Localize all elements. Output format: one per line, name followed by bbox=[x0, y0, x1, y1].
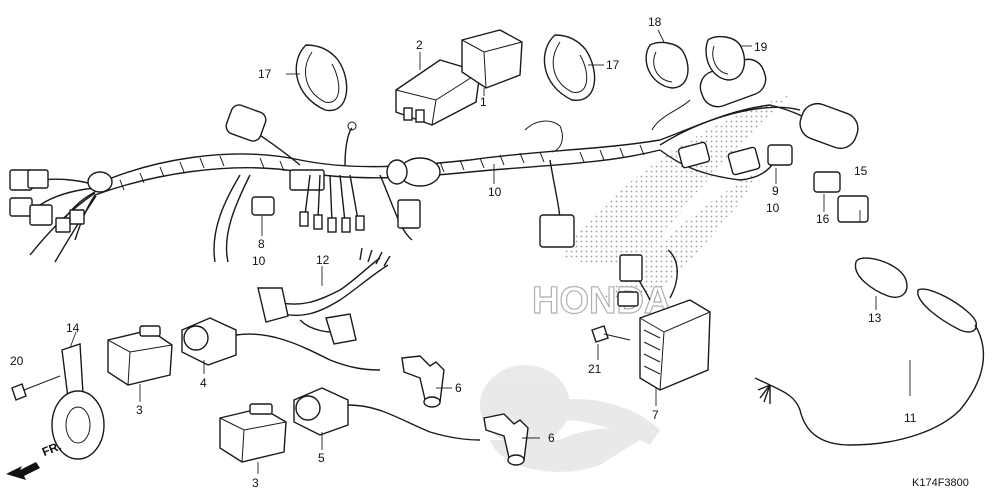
clamp-18 bbox=[645, 41, 689, 89]
spark-plug-cap-6-top bbox=[401, 355, 445, 408]
callout-10-left: 10 bbox=[252, 254, 266, 268]
boot-cap-13 bbox=[854, 257, 908, 298]
callout-7: 7 bbox=[652, 408, 659, 422]
honda-watermark-text: HONDA bbox=[532, 280, 671, 322]
callout-16: 16 bbox=[816, 212, 830, 226]
callout-4: 4 bbox=[200, 376, 207, 390]
callout-15: 15 bbox=[854, 164, 868, 178]
callout-12: 12 bbox=[316, 253, 330, 267]
relay-16 bbox=[813, 171, 841, 193]
callout-17-left: 17 bbox=[258, 67, 272, 81]
front-direction-arrow bbox=[6, 462, 40, 480]
strap-right bbox=[543, 34, 596, 101]
control-unit-box bbox=[395, 59, 481, 126]
left-connector-bundle bbox=[9, 169, 113, 263]
horn-assembly bbox=[51, 343, 105, 460]
clamp-19 bbox=[705, 35, 746, 81]
ignition-coil-5 bbox=[293, 387, 481, 441]
regulator-rectifier bbox=[617, 249, 711, 391]
ignition-cap-3-bottom bbox=[219, 403, 287, 463]
callout-10-right: 10 bbox=[766, 201, 780, 215]
callout-11: 11 bbox=[904, 411, 917, 425]
callout-8: 8 bbox=[258, 237, 265, 251]
callout-21: 21 bbox=[588, 362, 602, 376]
callout-5: 5 bbox=[318, 451, 325, 465]
ignition-coil-4 bbox=[181, 317, 381, 371]
diagram-code: K174F3800 bbox=[912, 477, 969, 489]
callout-6-top: 6 bbox=[455, 381, 462, 395]
callout-3-top: 3 bbox=[136, 403, 143, 417]
cable-11 bbox=[754, 288, 985, 446]
callout-1: 1 bbox=[480, 95, 487, 109]
relay-8 bbox=[251, 196, 275, 216]
callout-18: 18 bbox=[648, 15, 662, 29]
callout-14: 14 bbox=[66, 321, 80, 335]
relay-15 bbox=[837, 195, 869, 223]
person-silhouette-watermark bbox=[480, 365, 660, 472]
callout-6-bottom: 6 bbox=[548, 431, 555, 445]
callout-2: 2 bbox=[416, 38, 423, 52]
callout-9: 9 bbox=[772, 184, 779, 198]
strap-left bbox=[295, 44, 348, 112]
callout-3-bottom: 3 bbox=[252, 476, 259, 490]
leader-lines bbox=[69, 29, 911, 474]
sub-harness-12 bbox=[257, 247, 391, 345]
ignition-cap-3-top bbox=[107, 325, 173, 386]
bolt-21 bbox=[591, 325, 631, 343]
callout-17-right: 17 bbox=[606, 58, 620, 72]
callout-19: 19 bbox=[754, 40, 768, 54]
bolt-20 bbox=[11, 375, 61, 401]
callout-10-center: 10 bbox=[488, 185, 502, 199]
honda-wing-watermark bbox=[560, 95, 790, 300]
spark-plug-cap-6-bottom bbox=[483, 413, 529, 466]
relay-9 bbox=[767, 144, 793, 166]
control-unit-cover bbox=[461, 29, 523, 89]
callout-13: 13 bbox=[868, 311, 882, 325]
callout-20: 20 bbox=[10, 354, 24, 368]
